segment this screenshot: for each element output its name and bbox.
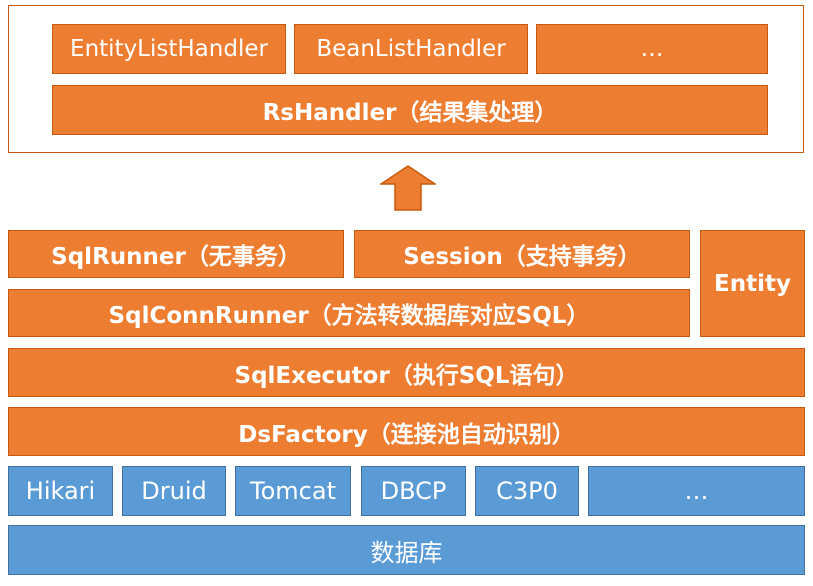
bean-list-handler-box: BeanListHandler [294,24,528,74]
database-label: 数据库 [370,538,443,567]
entity-box: Entity [700,230,805,337]
up-arrow-icon [380,165,436,211]
sqlexecutor-box: SqlExecutor（执行SQL语句） [8,348,805,397]
more-handlers-label: … [640,36,664,62]
pool-tomcat-box: Tomcat [235,466,351,516]
dsfactory-label: DsFactory（连接池自动识别） [238,421,575,448]
rshandler-box: RsHandler（结果集处理） [52,85,768,135]
more-handlers-box: … [536,24,768,74]
session-label: Session（支持事务） [403,244,641,270]
database-box: 数据库 [8,525,805,575]
dsfactory-box: DsFactory（连接池自动识别） [8,407,805,456]
entity-label: Entity [714,270,791,297]
sqlrunner-box: SqlRunner（无事务） [8,230,344,278]
pool-dbcp-label: DBCP [380,477,447,505]
sqlrunner-label: SqlRunner（无事务） [51,244,301,270]
sqlconnrunner-label: SqlConnRunner（方法转数据库对应SQL） [108,303,590,329]
rshandler-label: RsHandler（结果集处理） [262,100,558,126]
pool-hikari-label: Hikari [25,477,96,505]
pool-druid-box: Druid [122,466,226,516]
entity-list-handler-box: EntityListHandler [52,24,286,74]
pool-c3p0-label: C3P0 [496,477,558,505]
session-box: Session（支持事务） [354,230,690,278]
pool-c3p0-box: C3P0 [475,466,579,516]
pool-dbcp-box: DBCP [361,466,466,516]
pool-more-box: … [588,466,805,516]
entity-list-handler-label: EntityListHandler [70,36,268,62]
pool-tomcat-label: Tomcat [250,477,336,505]
sqlexecutor-label: SqlExecutor（执行SQL语句） [234,362,579,389]
pool-druid-label: Druid [141,477,207,505]
pool-hikari-box: Hikari [8,466,113,516]
sqlconnrunner-box: SqlConnRunner（方法转数据库对应SQL） [8,289,690,337]
bean-list-handler-label: BeanListHandler [316,36,506,62]
pool-more-label: … [684,477,709,505]
